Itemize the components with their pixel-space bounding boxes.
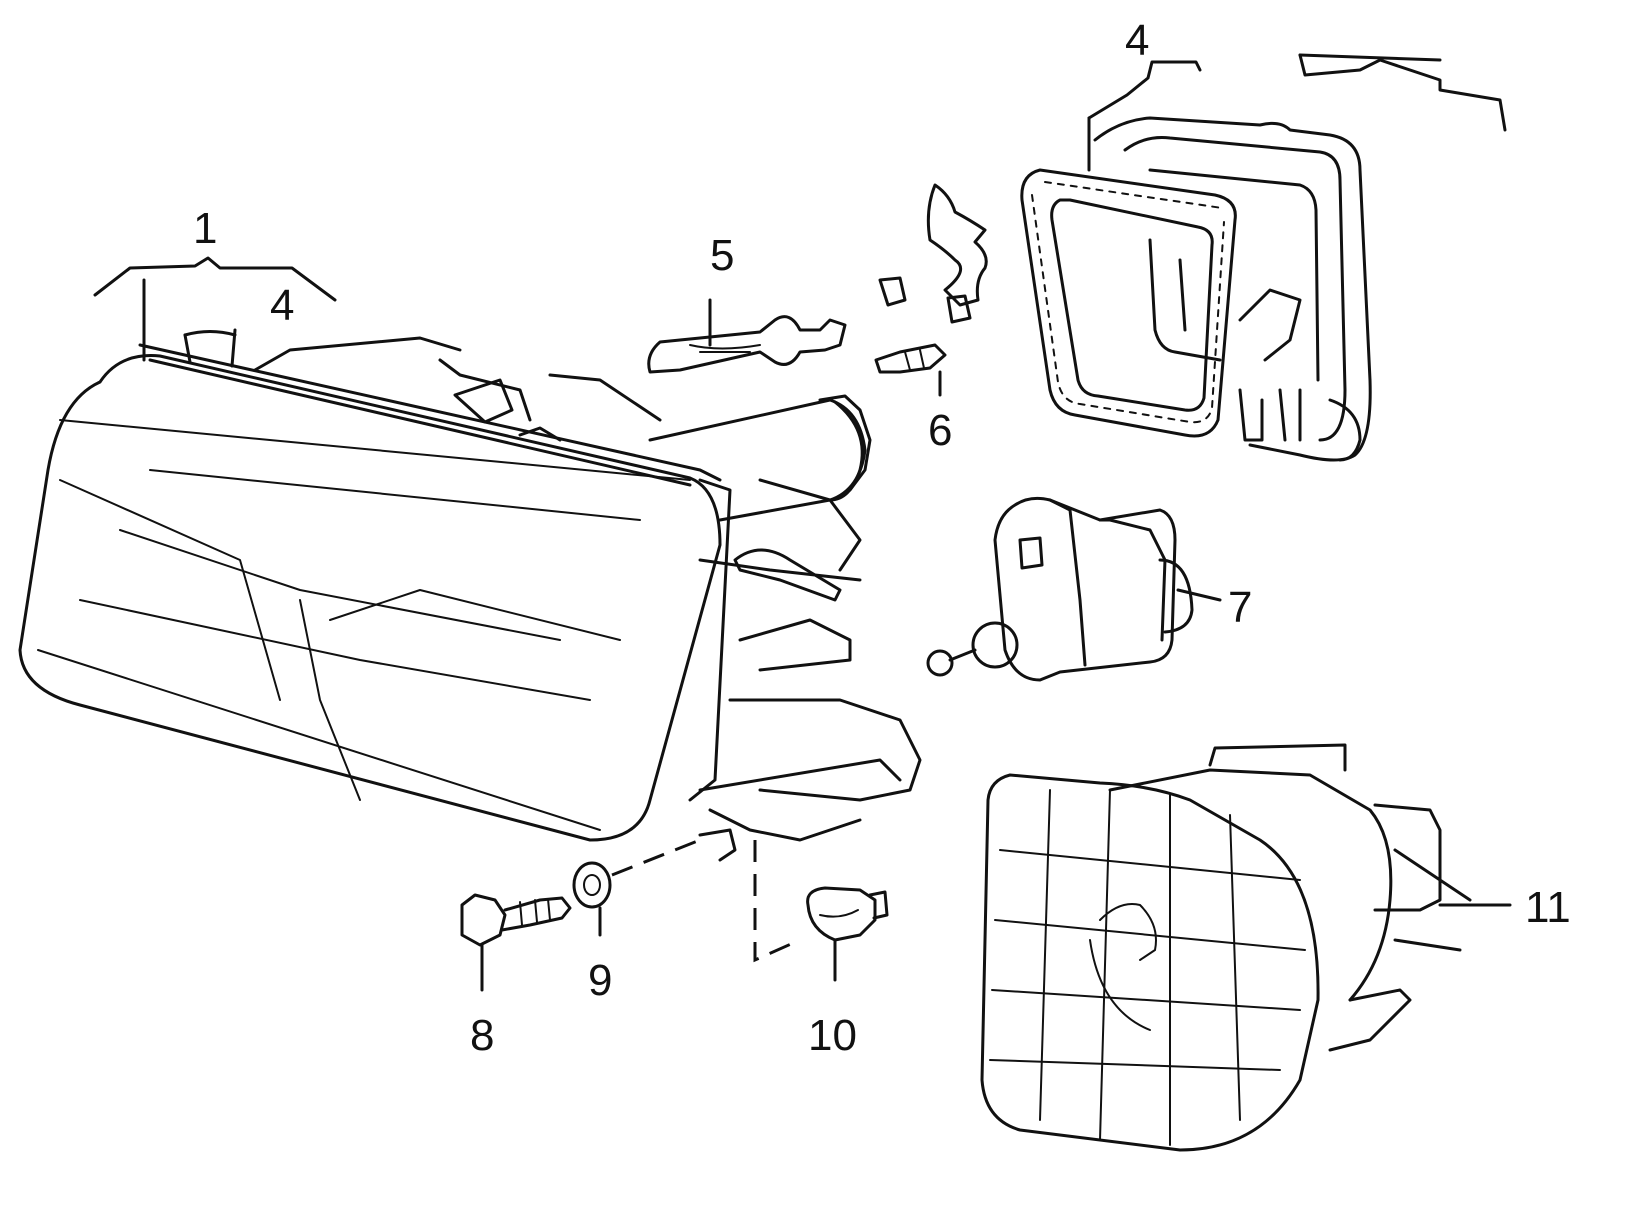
- gasket-fragment: [878, 183, 988, 324]
- callout-4-left: 4: [270, 281, 294, 330]
- halogen-bulb: [647, 298, 847, 374]
- callout-8: 8: [470, 1011, 494, 1060]
- bolt: [460, 893, 572, 992]
- callout-11: 11: [1525, 883, 1571, 932]
- headlight-cover-boot: [1020, 53, 1507, 462]
- callout-labels: 1 4 4 5 6 7 8 9 10 11: [193, 16, 1571, 1060]
- grommet: [572, 838, 701, 937]
- callout-7: 7: [1228, 583, 1252, 632]
- callout-5: 5: [710, 231, 734, 280]
- parking-bulb: [874, 343, 947, 397]
- callout-10: 10: [808, 1011, 857, 1060]
- callout-1: 1: [193, 204, 217, 253]
- bulb-holder: [753, 840, 889, 982]
- turn-signal-lamp: [980, 743, 1512, 1152]
- callout-6: 6: [928, 406, 952, 455]
- range-adjust-motor: [926, 496, 1222, 682]
- headlight-assembly: [18, 256, 922, 862]
- callout-9: 9: [588, 956, 612, 1005]
- callout-4-top: 4: [1125, 16, 1149, 65]
